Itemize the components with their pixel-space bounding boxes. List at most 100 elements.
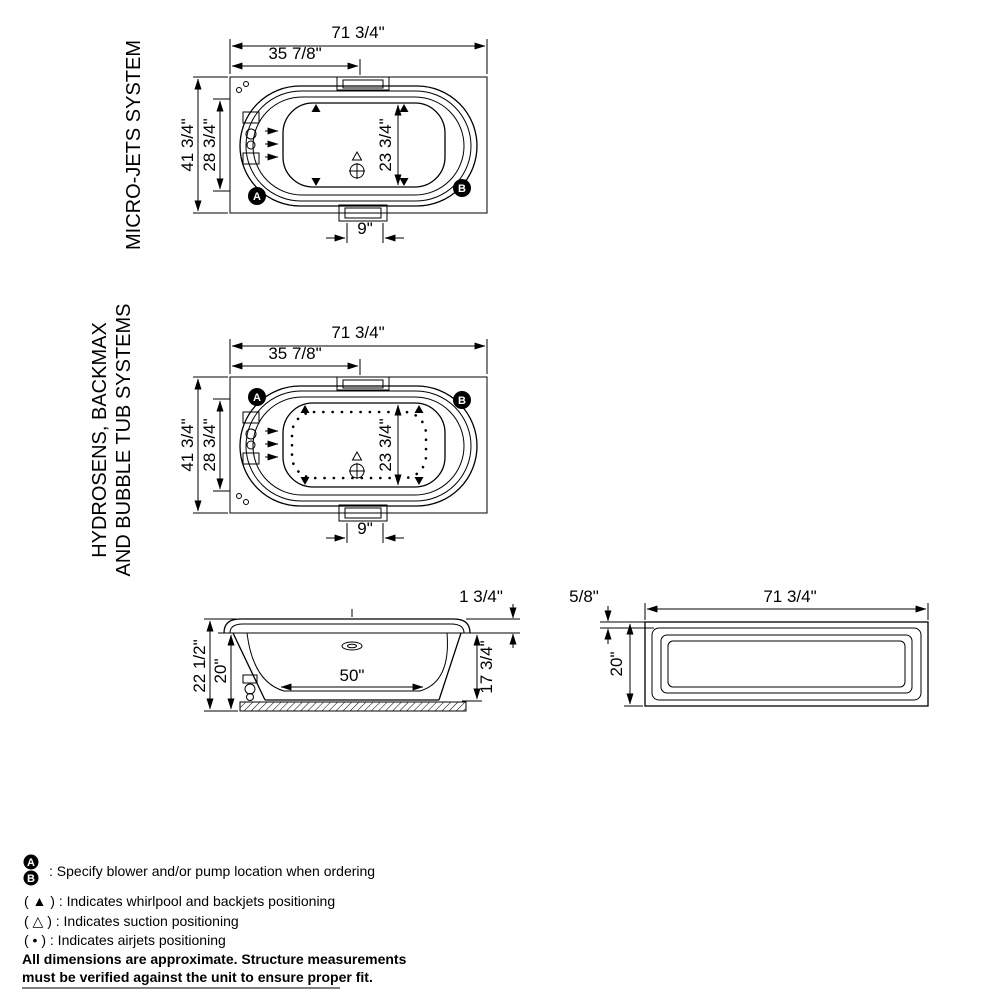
body-right-wall [438, 632, 462, 701]
backjet-icon [399, 178, 409, 186]
legend-marker-b-label: B [27, 873, 35, 885]
marker-b-label: B [458, 395, 466, 407]
dim-half-width: 35 7/8" [231, 44, 361, 75]
faucet-deck [336, 376, 390, 391]
dim-label: 17 3/4" [477, 640, 496, 693]
end-view: 71 3/4" 5/8" 20" [569, 587, 929, 707]
dim-basin-depth: 23 3/4" [376, 404, 402, 486]
dim-rim-thickness: 1 3/4" [459, 587, 520, 648]
dim-label: 41 3/4" [178, 118, 197, 171]
dim-overall-width: 71 3/4" [229, 323, 488, 374]
dim-label: 28 3/4" [200, 118, 219, 171]
backjet-icon [300, 477, 310, 485]
dim-overall-depth: 41 3/4" [178, 76, 228, 214]
basin-interior [246, 632, 448, 692]
legend-marker-a-label: A [27, 857, 35, 869]
dim-half-width: 35 7/8" [231, 344, 361, 375]
side-view: 1 3/4" 22 1/2" 20" 50" 17 3/4" [190, 587, 520, 712]
legend-suction-note: ( △ ) : Indicates suction positioning [24, 913, 239, 929]
legend-whirlpool-note: ( ▲ ) : Indicates whirlpool and backjets… [24, 893, 335, 909]
dim-label: 35 7/8" [268, 44, 321, 63]
marker-b-badge: B [453, 179, 471, 197]
dim-label: 23 3/4" [376, 118, 395, 171]
faucet-deck [336, 76, 390, 91]
footer-line1: All dimensions are approximate. Structur… [22, 951, 407, 967]
dim-label: 9" [357, 219, 373, 238]
hydrosens-title-line2: AND BUBBLE TUB SYSTEMS [113, 303, 135, 576]
end-outline [644, 621, 929, 707]
drain-icon [349, 163, 365, 179]
backjet-icon [311, 178, 321, 186]
suction-icon [351, 150, 363, 161]
backjet-icon [311, 104, 321, 112]
rim-inner-profile [229, 623, 465, 634]
dim-rim-height: 20" [211, 632, 235, 710]
marker-a-label: A [253, 392, 261, 404]
dim-label: 71 3/4" [763, 587, 816, 606]
pump-silhouette-icon [242, 674, 258, 701]
tub-basin [282, 402, 446, 488]
overflow-icon [341, 641, 363, 651]
dim-label: 23 3/4" [376, 418, 395, 471]
tub-basin [282, 102, 446, 188]
tub-rim-mid [245, 390, 472, 502]
dim-label: 28 3/4" [200, 418, 219, 471]
end-rim-4 [667, 640, 906, 688]
tub-rim-mid [245, 90, 472, 202]
dim-label: 71 3/4" [331, 323, 384, 342]
hydrosens-title-line1: HYDROSENS, BACKMAX [89, 322, 111, 558]
tub-rim-inner [252, 96, 465, 196]
backjet-icon [414, 405, 424, 413]
base-hatch [239, 701, 467, 712]
marker-b-badge: B [453, 391, 471, 409]
end-rim-2 [651, 627, 922, 701]
footer-note: All dimensions are approximate. Structur… [22, 951, 407, 989]
overflow-icon-inner [347, 643, 357, 649]
dim-drain-offset: 9" [326, 219, 404, 243]
legend-marker-a-badge: A [23, 854, 39, 870]
pump-assembly-icon [236, 81, 260, 165]
dim-overall-height: 22 1/2" [190, 618, 238, 712]
dim-overall-width: 71 3/4" [229, 23, 488, 74]
marker-a-label: A [253, 191, 261, 203]
apron-inner [344, 207, 382, 219]
end-rim-3 [660, 634, 913, 694]
legend: A B : Specify blower and/or pump locatio… [23, 854, 375, 948]
legend-ab-note: : Specify blower and/or pump location wh… [49, 863, 375, 879]
tub-rim-outer [239, 385, 478, 507]
airjets-ring [290, 410, 428, 480]
apron-inner [344, 507, 382, 519]
dim-label: 22 1/2" [190, 639, 209, 692]
dim-basin-depth: 23 3/4" [376, 104, 402, 186]
pump-assembly-icon [236, 411, 260, 505]
backjet-icon [300, 405, 310, 413]
dim-drain-offset: 9" [326, 519, 404, 543]
hydrosens-view: HYDROSENS, BACKMAX AND BUBBLE TUB SYSTEM… [89, 303, 488, 577]
marker-b-label: B [458, 183, 466, 195]
suction-icon [351, 450, 363, 461]
dim-deck-depth: 28 3/4" [200, 98, 230, 192]
dim-label: 1 3/4" [459, 587, 503, 606]
dim-label: 20" [607, 652, 626, 677]
dim-deck-depth: 28 3/4" [200, 398, 230, 492]
dim-label: 41 3/4" [178, 418, 197, 471]
drain-icon [349, 463, 365, 479]
faucet-deck-inner [342, 379, 384, 389]
dim-rim-edge: 5/8" [569, 587, 654, 644]
dim-overall-depth: 41 3/4" [178, 376, 228, 514]
legend-airjets-note: ( • ) : Indicates airjets positioning [24, 932, 226, 948]
marker-a-badge: A [248, 187, 266, 205]
rim-profile [223, 618, 471, 634]
dim-label: 50" [340, 666, 365, 685]
dim-basin-length: 50" [280, 666, 424, 691]
dim-inner-height: 17 3/4" [462, 632, 496, 702]
body-left-wall [232, 632, 266, 701]
footer-line2: must be verified against the unit to ens… [22, 969, 373, 985]
faucet-deck-inner [342, 79, 384, 89]
dim-overall-width: 71 3/4" [644, 587, 929, 620]
dim-label: 71 3/4" [331, 23, 384, 42]
micro-jets-view: MICRO-JETS SYSTEM 71 3/4" 35 7/8" 41 3/4… [123, 23, 488, 250]
tub-rim-outer [239, 85, 478, 207]
